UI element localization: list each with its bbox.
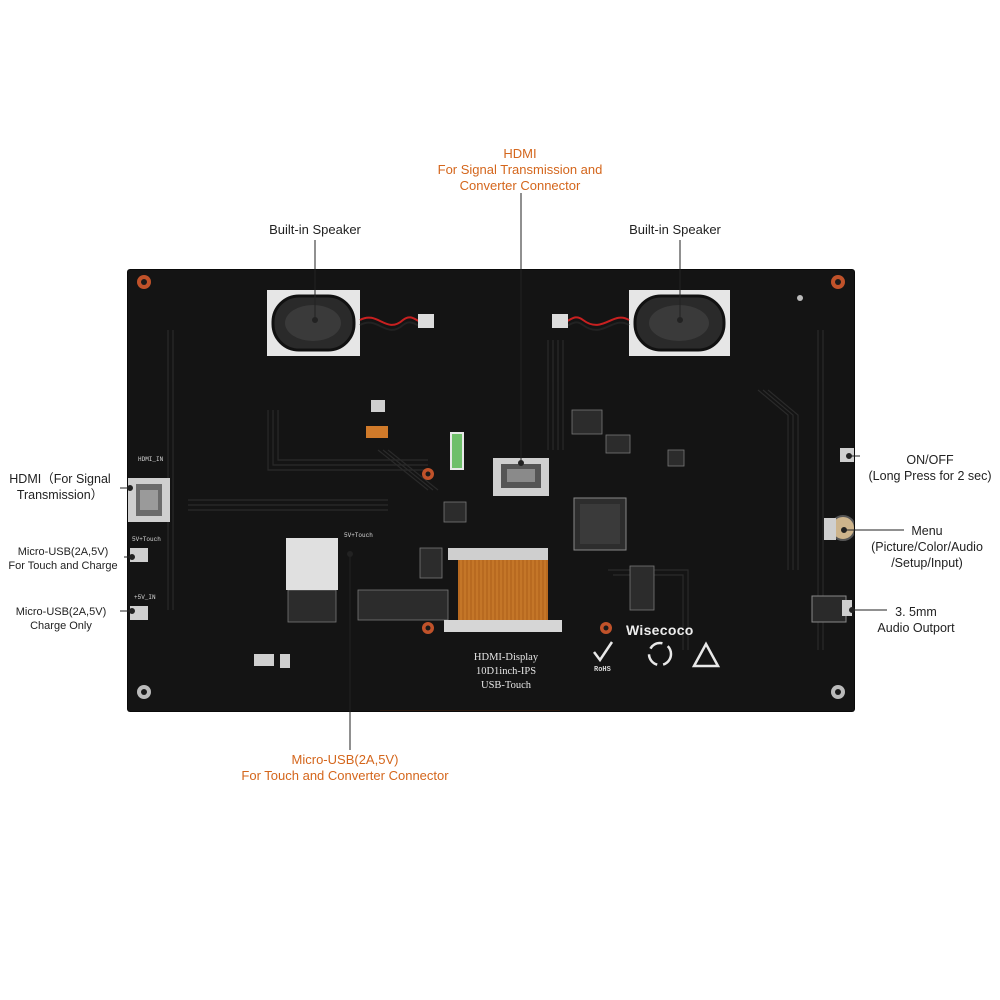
micro-usb-charge-line1: Micro-USB(2A,5V) [15,606,107,618]
audio-line1: 3. 5mm [895,605,937,619]
pcb-board: HDMI_IN 5V+Touch +5V_IN 5V+Touch Wisecoc… [128,270,854,711]
model-text: HDMI-Display 10D1inch-IPS USB-Touch [446,651,566,693]
micro-usb-port-charge [130,606,148,620]
hdmi-top-line3: Converter Connector [459,178,581,193]
hdmi-port-left [128,478,170,522]
compliance-marks [593,641,721,668]
micro-usb-bottom-line2: For Touch and Converter Connector [241,768,449,783]
menu-line1: Menu [911,524,943,538]
menu-line2: (Picture/Color/Audio [871,540,983,554]
main-ic [573,497,627,551]
micro-usb-port-touch [130,548,148,562]
onoff-line2: (Long Press for 2 sec) [868,469,992,483]
audio-label: 3. 5mm Audio Outport [866,604,966,636]
speaker-left-label: Built-in Speaker [269,222,361,237]
micro-usb-charge-line2: Charge Only [30,620,92,632]
menu-label: Menu (Picture/Color/Audio /Setup/Input) [858,523,996,571]
hdmi-top-title: HDMI [503,146,537,161]
model-line1: HDMI-Display [473,652,539,663]
brand-logo-text: Wisecoco [626,622,694,638]
micro-usb-touch-line2: For Touch and Charge [8,560,118,572]
fpc-ribbon [444,548,562,632]
hdmi-side-line1: HDMI（For Signal [9,472,111,486]
audio-line2: Audio Outport [877,621,955,635]
micro-usb-bottom-label: Micro-USB(2A,5V) For Touch and Converter… [215,752,475,784]
speaker-right-label: Built-in Speaker [629,222,721,237]
silk-hdmi-in: HDMI_IN [138,456,164,463]
model-line2: 10D1inch-IPS [475,666,537,677]
foam-pad [286,538,338,590]
silk-5v-in: +5V_IN [134,594,156,601]
menu-line3: /Setup/Input) [891,556,963,570]
speaker-right [552,290,730,356]
micro-usb-charge-label: Micro-USB(2A,5V) Charge Only [2,605,120,633]
onoff-line1: ON/OFF [906,453,954,467]
hdmi-port-center [493,458,549,496]
silk-5v-touch: 5V+Touch [132,536,161,543]
micro-usb-touch-label: Micro-USB(2A,5V) For Touch and Charge [2,545,124,573]
audio-jack [811,595,847,623]
micro-usb-bottom-line1: Micro-USB(2A,5V) [291,752,399,767]
hdmi-top-label: HDMI For Signal Transmission and Convert… [420,146,620,194]
pcb-artwork [128,275,854,711]
rohs-mark-text: RoHS [594,666,611,674]
hdmi-top-line2: For Signal Transmission and [437,162,603,177]
hdmi-side-line2: Transmission） [16,488,104,502]
onoff-label: ON/OFF (Long Press for 2 sec) [860,452,1000,484]
model-line3: USB-Touch [480,680,531,691]
speaker-left [267,290,434,356]
micro-usb-touch-line1: Micro-USB(2A,5V) [17,546,109,558]
power-button [840,448,854,462]
hdmi-side-label: HDMI（For Signal Transmission） [0,471,120,503]
mount-holes [137,275,845,699]
silk-5v-touch-inner: 5V+Touch [344,532,373,539]
